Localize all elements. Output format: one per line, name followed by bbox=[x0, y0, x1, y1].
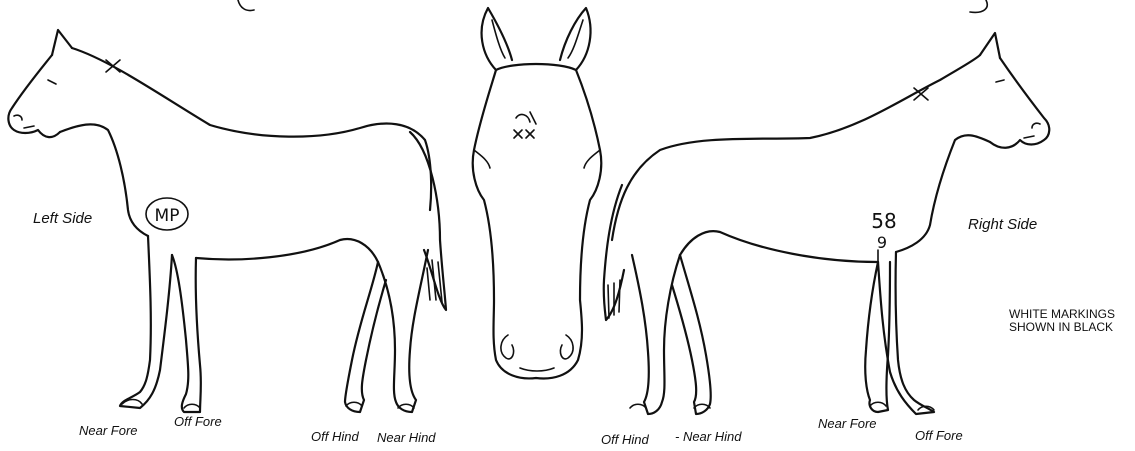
right-number-bottom: 9 bbox=[877, 233, 887, 252]
right-near-fore-label: Near Fore bbox=[818, 416, 877, 431]
right-off-hind-label: Off Hind bbox=[601, 432, 649, 447]
left-near-fore-label: Near Fore bbox=[79, 423, 138, 438]
right-near-hind-label: - Near Hind bbox=[675, 429, 741, 444]
left-off-fore-label: Off Fore bbox=[174, 414, 222, 429]
left-off-hind-label: Off Hind bbox=[311, 429, 359, 444]
left-side-label: Left Side bbox=[33, 210, 92, 227]
front-head bbox=[473, 8, 602, 378]
white-markings-note: WHITE MARKINGS SHOWN IN BLACK bbox=[1009, 308, 1115, 334]
right-side-label: Right Side bbox=[968, 216, 1037, 233]
left-near-hind-label: Near Hind bbox=[377, 430, 436, 445]
right-number-top: 58 bbox=[871, 209, 896, 233]
top-right-stroke bbox=[970, 0, 987, 12]
left-brand-text: MP bbox=[155, 206, 180, 226]
right-off-fore-label: Off Fore bbox=[915, 428, 963, 443]
top-left-stroke bbox=[238, 0, 254, 11]
white-markings-note-line2: SHOWN IN BLACK bbox=[1009, 321, 1115, 334]
